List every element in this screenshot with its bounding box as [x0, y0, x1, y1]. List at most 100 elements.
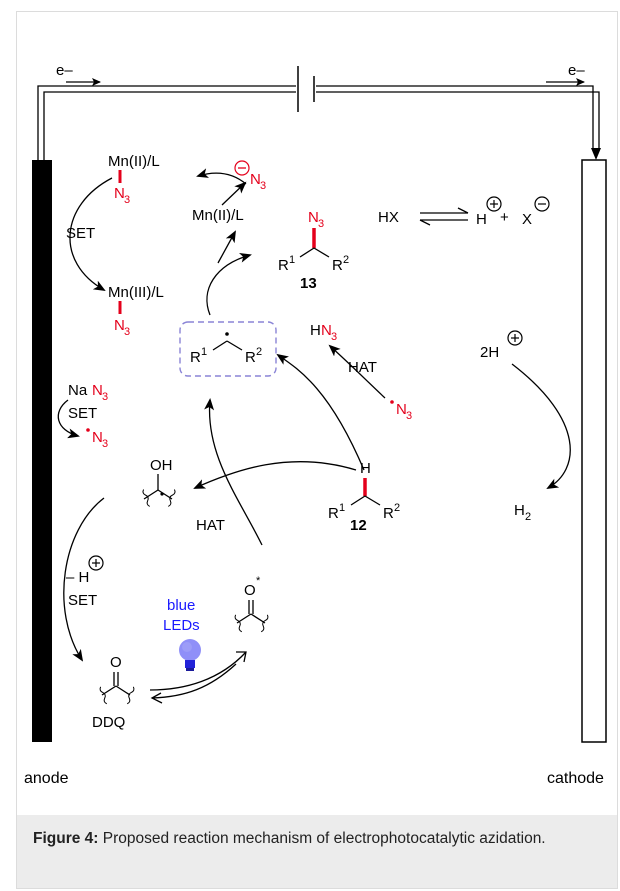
azidyl-n: N — [396, 401, 407, 418]
hn3-n: N — [321, 322, 332, 339]
mn3-azide-label: Mn(III)/L — [108, 284, 164, 301]
hat-ddq-arrow-icon — [193, 461, 357, 489]
ddqh-oh: OH — [150, 457, 173, 474]
equilibrium-head-bottom — [419, 219, 431, 226]
ddqh-wavy-right-icon — [168, 489, 176, 507]
ddq-wavy-right-icon — [126, 686, 135, 705]
set-label-3: SET — [68, 592, 97, 609]
electron-label-right: e– — [568, 62, 585, 79]
product-r2-sup: 2 — [343, 254, 349, 266]
h2-sub: 2 — [525, 511, 531, 523]
cathode-arrow-icon — [591, 148, 601, 160]
substrate-r1: R — [328, 505, 339, 522]
azidyl-anode-dot — [86, 428, 90, 432]
excitation-arc — [149, 651, 247, 691]
n3-mid-n: N — [114, 317, 125, 334]
ddqh-wavy-left-icon — [142, 489, 150, 507]
radical-to-mn-arrow-icon — [217, 230, 236, 264]
set-label-1: SET — [66, 225, 95, 242]
radical-r1-sup: 1 — [201, 346, 207, 358]
hat-label-2: HAT — [196, 517, 225, 534]
azide-anion-n: N — [250, 171, 261, 188]
nan3-sub: 3 — [102, 391, 108, 403]
big-arc-to-radical-icon — [204, 398, 263, 546]
relaxation-arc — [151, 663, 237, 699]
caption-label: Figure 4: — [33, 830, 99, 847]
h-plus-charge-icon — [486, 196, 502, 212]
substrate-bond-left — [350, 495, 366, 506]
azide-anion-sub: 3 — [260, 180, 266, 192]
substrate-r1-sup: 1 — [339, 502, 345, 514]
product-r1-sup: 1 — [289, 254, 295, 266]
nan3-n: N — [92, 382, 103, 399]
equilibrium-head-top — [457, 207, 469, 214]
azidyl-radical-dot — [390, 400, 394, 404]
product-number: 13 — [300, 275, 317, 292]
substrate-to-radical-arrow-icon — [276, 353, 365, 471]
product-bond-right — [313, 247, 330, 258]
figure-caption: Figure 4: Proposed reaction mechanism of… — [17, 815, 617, 888]
caption-text: Proposed reaction mechanism of electroph… — [98, 830, 546, 847]
figure-frame — [16, 11, 618, 889]
hat-azidyl-arrow-icon — [328, 344, 386, 399]
two-h-label: 2H — [480, 344, 499, 361]
circuit-wire — [37, 85, 600, 160]
hat-label-1: HAT — [348, 359, 377, 376]
anode-electrode — [32, 160, 52, 742]
minus-h-charge-icon — [88, 555, 104, 571]
ddq-star-wavy-right-icon — [260, 614, 269, 633]
n3-top-sub: 3 — [124, 194, 130, 206]
set-label-2: SET — [68, 405, 97, 422]
radical-bond-right — [226, 340, 243, 351]
cathode-label: cathode — [547, 770, 604, 787]
n3-top-n: N — [114, 185, 125, 202]
azidyl-anode-sub: 3 — [102, 438, 108, 450]
ddq-o: O — [110, 654, 122, 671]
product-n3-sub: 3 — [318, 218, 324, 230]
x-minus-label: X — [522, 211, 532, 228]
ddq-bonds — [101, 685, 131, 696]
n3-mid-sub: 3 — [124, 326, 130, 338]
nan3-na: Na — [68, 382, 88, 399]
plus-sign: + — [500, 209, 509, 226]
ddq-wavy-left-icon — [99, 686, 108, 705]
radical-r2-sup: 2 — [256, 346, 262, 358]
relaxation-head — [150, 692, 163, 704]
x-minus-charge-icon — [534, 196, 550, 212]
radical-r2: R — [245, 349, 256, 366]
radical-bond-left — [212, 340, 228, 351]
h-plus-label: H — [476, 211, 487, 228]
electron-label-left: e– — [56, 62, 73, 79]
azide-charge-circle — [234, 160, 250, 176]
azidyl-anode-n: N — [92, 429, 103, 446]
product-bond-left — [299, 247, 315, 258]
product-n3-n: N — [308, 209, 319, 226]
excitation-head — [236, 651, 247, 663]
anode-label: anode — [24, 770, 69, 787]
substrate-bond-right — [364, 495, 381, 506]
two-h-charge-icon — [507, 330, 523, 346]
set-arc-anode-icon — [69, 177, 113, 291]
minus-h-label: – H — [66, 569, 89, 586]
product-r1: R — [278, 257, 289, 274]
ddq-star-bonds — [236, 613, 266, 624]
radical-rebound-arrow-icon — [206, 252, 252, 316]
substrate-r2-sup: 2 — [394, 502, 400, 514]
mn2-to-azide-arrow-icon — [221, 181, 247, 206]
reduction-arc-icon — [511, 363, 571, 489]
cathode-electrode — [581, 159, 607, 743]
azidyl-sub: 3 — [406, 410, 412, 422]
ddq-star-o: O — [244, 582, 256, 599]
hx-label: HX — [378, 209, 399, 226]
mn2-azide-label: Mn(II)/L — [108, 153, 160, 170]
substrate-h: H — [360, 460, 371, 477]
ddq-label: DDQ — [92, 714, 125, 731]
radical-r1: R — [190, 349, 201, 366]
product-r2: R — [332, 257, 343, 274]
mn2-center-label: Mn(II)/L — [192, 207, 244, 224]
radical-dot — [225, 332, 229, 336]
hn3-sub: 3 — [331, 331, 337, 343]
blue-label: blue — [167, 597, 195, 614]
lightbulb-icon — [179, 639, 201, 671]
